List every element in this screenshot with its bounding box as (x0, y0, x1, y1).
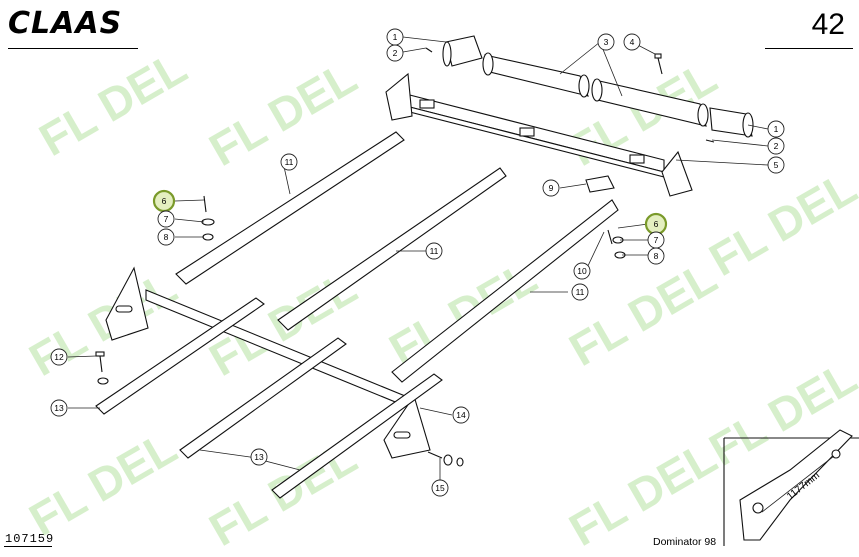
callout-2: 2 (386, 44, 404, 62)
callout-10: 10 (573, 262, 591, 280)
callout-1: 1 (767, 120, 785, 138)
leader-lines (67, 36, 769, 480)
runner-bar (179, 337, 347, 459)
svg-text:8: 8 (654, 251, 659, 261)
svg-text:1: 1 (774, 124, 779, 134)
svg-text:11: 11 (576, 287, 585, 297)
runner-bar (95, 297, 265, 415)
callout-15: 15 (431, 479, 449, 497)
svg-text:11: 11 (285, 157, 294, 167)
side-bracket-right (383, 394, 431, 459)
svg-text:10: 10 (577, 266, 587, 276)
svg-text:1: 1 (393, 32, 398, 42)
callout-7: 7 (647, 231, 665, 249)
bolt (654, 53, 663, 75)
svg-text:13: 13 (54, 403, 64, 413)
page-number: 42 (811, 8, 845, 41)
slat-lower (391, 199, 619, 383)
svg-text:12: 12 (54, 352, 64, 362)
callout-6-highlighted: 6 (644, 212, 668, 236)
callout-6-highlighted: 6 (152, 189, 176, 213)
callout-8: 8 (157, 228, 175, 246)
callout-8: 8 (647, 247, 665, 265)
callout-14: 14 (452, 406, 470, 424)
svg-text:4: 4 (630, 37, 635, 47)
svg-text:5: 5 (774, 160, 779, 170)
pin (425, 47, 715, 143)
svg-text:3: 3 (604, 37, 609, 47)
tube-part (482, 52, 590, 98)
svg-text:6: 6 (654, 219, 659, 229)
callout-1: 1 (386, 28, 404, 46)
end-cap-left (442, 35, 483, 67)
tube-part-right (591, 78, 709, 127)
svg-text:7: 7 (654, 235, 659, 245)
callout-11: 11 (425, 242, 443, 260)
bolt-set-left (201, 195, 215, 241)
bolt-set-bottom (427, 451, 464, 467)
bolt-set-right (607, 229, 626, 259)
svg-text:2: 2 (774, 141, 779, 151)
bolt (95, 351, 109, 385)
svg-text:2: 2 (393, 48, 398, 58)
main-beam (385, 72, 693, 197)
runner-bar (271, 373, 443, 499)
callout-13: 13 (50, 399, 68, 417)
svg-text:9: 9 (549, 183, 554, 193)
svg-text:13: 13 (254, 452, 264, 462)
callout-3: 3 (597, 33, 615, 51)
claas-logo: CLAAS (8, 6, 123, 41)
callout-7: 7 (157, 210, 175, 228)
svg-text:7: 7 (164, 214, 169, 224)
callout-5: 5 (767, 156, 785, 174)
footer-rule (4, 546, 52, 547)
svg-text:15: 15 (435, 483, 445, 493)
detail-inset: 1177mm (723, 429, 859, 546)
callout-4: 4 (623, 33, 641, 51)
callout-2: 2 (767, 137, 785, 155)
callout-11: 11 (280, 153, 298, 171)
slat-middle (277, 167, 507, 331)
end-cap-right (709, 107, 754, 138)
callout-13: 13 (250, 448, 268, 466)
header-rule-right (765, 48, 853, 49)
callout-9: 9 (542, 179, 560, 197)
svg-text:14: 14 (456, 410, 466, 420)
svg-text:6: 6 (162, 196, 167, 206)
model-name: Dominator 98 (653, 536, 717, 548)
plate-part (585, 175, 615, 193)
svg-text:11: 11 (430, 246, 439, 256)
slat-upper (175, 131, 405, 285)
callout-11: 11 (571, 283, 589, 301)
side-bracket-left (105, 266, 149, 341)
document-code: 107159 (5, 532, 55, 546)
callout-12: 12 (50, 348, 68, 366)
header-rule-left (8, 48, 138, 49)
svg-text:8: 8 (164, 232, 169, 242)
